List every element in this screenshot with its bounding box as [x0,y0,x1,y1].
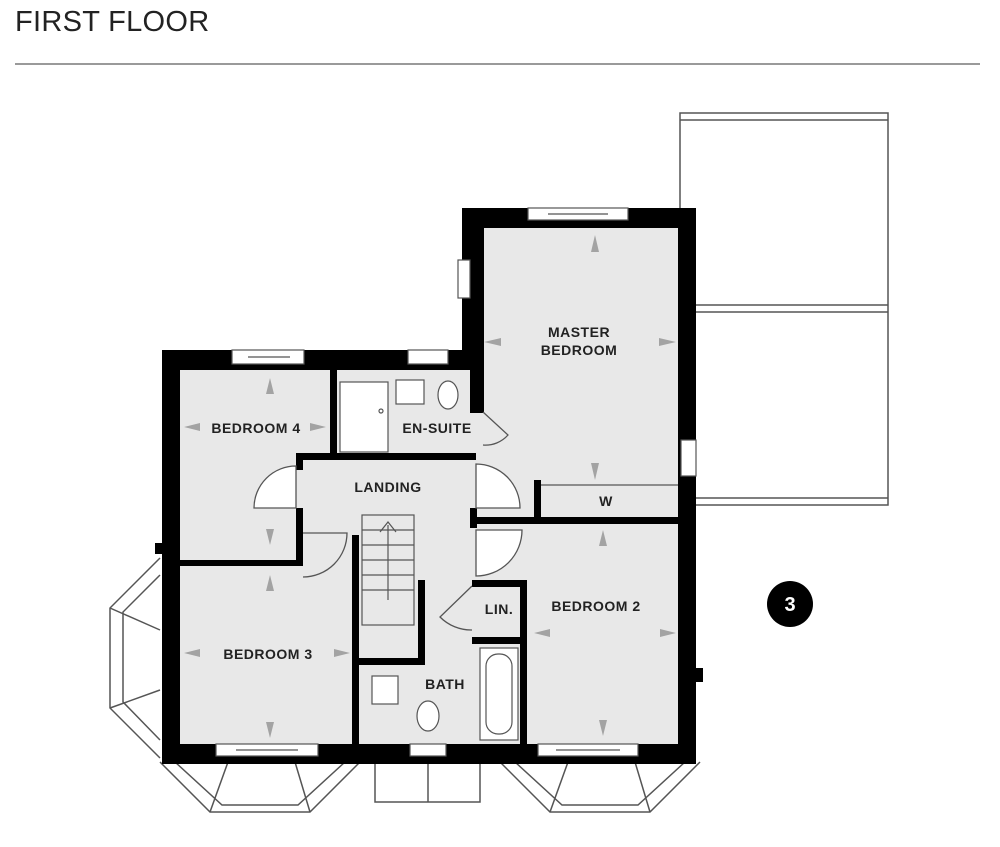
floor-area [175,218,685,750]
bathroom-fixtures [339,379,678,741]
label-en-suite: EN-SUITE [402,420,471,436]
staircase[interactable] [361,514,415,626]
plot-number: 3 [784,594,795,616]
label-wardrobe: W [599,493,613,509]
bay-windows-outline [109,557,701,813]
floor-title: FIRST FLOOR [15,6,210,38]
door-swings [253,411,523,631]
label-landing: LANDING [354,479,421,495]
title-divider [15,63,980,65]
label-linen: LIN. [485,601,513,617]
windows [215,207,697,757]
label-bath: BATH [425,676,465,692]
label-bedroom-3: BEDROOM 3 [223,646,312,662]
label-bedroom-2: BEDROOM 2 [551,598,640,614]
label-master-bedroom-line1: MASTER [548,324,610,340]
dimension-arrows [184,235,676,738]
label-bedroom-4: BEDROOM 4 [211,420,300,436]
label-master-bedroom-line2: BEDROOM [541,342,618,358]
garage-roof-outline [679,112,889,506]
plot-number-badge [767,581,813,627]
